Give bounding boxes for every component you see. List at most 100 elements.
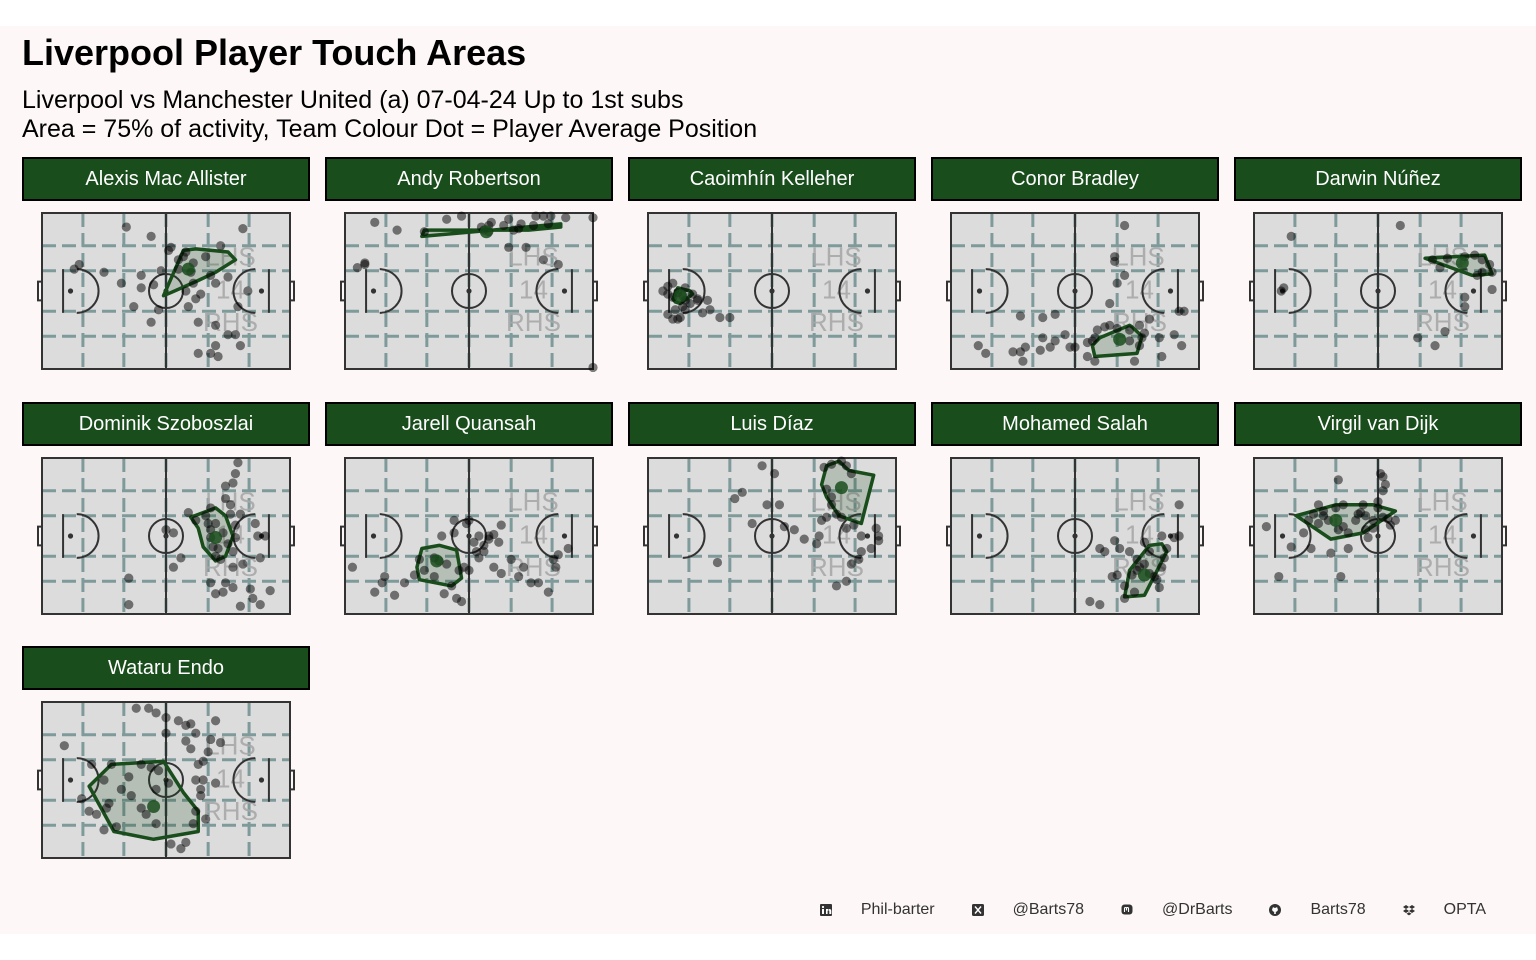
- touch-point: [496, 568, 506, 579]
- centre-circle: [754, 273, 790, 309]
- touch-point: [518, 562, 529, 572]
- touch-point: [1110, 256, 1120, 266]
- touch-point: [1435, 263, 1445, 273]
- touch-point: [141, 809, 151, 819]
- goal-left: [946, 280, 951, 302]
- touch-point: [526, 578, 536, 588]
- touch-point: [546, 211, 556, 221]
- watermark-text: 14: [1125, 274, 1154, 304]
- caption-text: Phil-barter: [860, 901, 935, 918]
- penalty-spot-left: [67, 533, 74, 539]
- page-title: Liverpool Player Touch Areas: [22, 32, 527, 73]
- touch-point: [1139, 537, 1150, 547]
- touch-point: [1477, 255, 1487, 265]
- penalty-spot-right: [1167, 288, 1174, 294]
- touch-point: [206, 348, 216, 358]
- touch-point: [347, 562, 358, 572]
- touch-point: [521, 242, 531, 252]
- touch-point: [464, 515, 474, 525]
- facet-strip-label: Dominik Szoboszlai: [22, 402, 310, 446]
- touch-point: [663, 281, 673, 291]
- touch-point: [1331, 503, 1341, 513]
- touch-point: [176, 844, 186, 854]
- subtitle: Liverpool vs Manchester United (a) 07-04…: [22, 86, 757, 144]
- penalty-spot-right: [1470, 288, 1477, 294]
- touch-point: [146, 762, 156, 773]
- touch-point: [1129, 356, 1140, 366]
- touch-point: [1060, 330, 1070, 340]
- touch-point: [454, 565, 464, 575]
- goal-right: [1502, 525, 1507, 547]
- touch-point: [211, 716, 221, 726]
- watermark-text: 14: [1428, 519, 1457, 549]
- touch-point: [235, 601, 245, 611]
- touch-point: [725, 312, 735, 323]
- touch-point: [173, 716, 183, 726]
- watermark-text: 14: [519, 519, 548, 549]
- penalty-arc-left: [985, 268, 1009, 314]
- touch-point: [1373, 497, 1383, 507]
- touch-point: [1326, 548, 1336, 558]
- watermark-text: LHS: [811, 242, 862, 272]
- touch-point: [191, 294, 201, 304]
- watermark-text: 14: [1428, 274, 1457, 304]
- touch-point: [144, 703, 154, 713]
- touch-point: [854, 554, 864, 564]
- watermark-text: LHS: [508, 242, 559, 272]
- average-position-dot: [430, 554, 444, 568]
- touch-point: [136, 759, 146, 769]
- average-position-dot: [147, 800, 161, 814]
- touch-point: [1035, 345, 1045, 355]
- touch-point: [442, 559, 452, 569]
- touch-point: [841, 576, 851, 586]
- touch-point: [146, 231, 156, 241]
- touch-point: [1378, 486, 1388, 496]
- pitch-markings: [643, 457, 901, 615]
- touch-point: [161, 728, 171, 738]
- penalty-spot-left: [976, 533, 983, 539]
- touch-point: [551, 562, 561, 572]
- goal-left: [1249, 280, 1254, 302]
- touch-point: [1368, 515, 1378, 525]
- touch-point: [215, 554, 226, 564]
- touch-point: [1378, 472, 1388, 482]
- touch-point: [87, 759, 97, 769]
- touch-point: [1361, 525, 1371, 535]
- touch-point: [183, 302, 193, 312]
- touch-point: [1112, 278, 1122, 288]
- touch-point: [1115, 543, 1125, 554]
- touch-point: [126, 791, 136, 801]
- facet-panel: Mohamed SalahLHS14RHS: [931, 402, 1219, 622]
- touch-point: [747, 518, 757, 529]
- touch-point: [1440, 326, 1450, 337]
- centre-circle: [1057, 518, 1093, 554]
- touch-point: [191, 775, 201, 785]
- goal-left: [340, 280, 345, 302]
- touch-point: [1152, 575, 1162, 585]
- touch-point: [99, 775, 109, 785]
- touch-point: [1038, 333, 1048, 343]
- goal-left: [946, 525, 951, 547]
- penalty-spot-left: [976, 288, 983, 294]
- touch-point: [1303, 515, 1314, 525]
- touch-point: [213, 543, 223, 554]
- touch-point: [1299, 528, 1309, 538]
- touch-point: [191, 806, 201, 816]
- touch-point: [380, 571, 390, 582]
- touch-point: [223, 272, 233, 282]
- touch-point: [856, 547, 866, 557]
- penalty-spot-left: [1279, 533, 1286, 539]
- touch-point: [496, 520, 506, 530]
- touch-point: [675, 312, 685, 323]
- penalty-spot-left: [370, 533, 377, 539]
- touch-point: [779, 522, 789, 532]
- penalty-spot-left: [673, 533, 680, 539]
- touch-point: [705, 305, 715, 315]
- touch-point: [1487, 284, 1497, 295]
